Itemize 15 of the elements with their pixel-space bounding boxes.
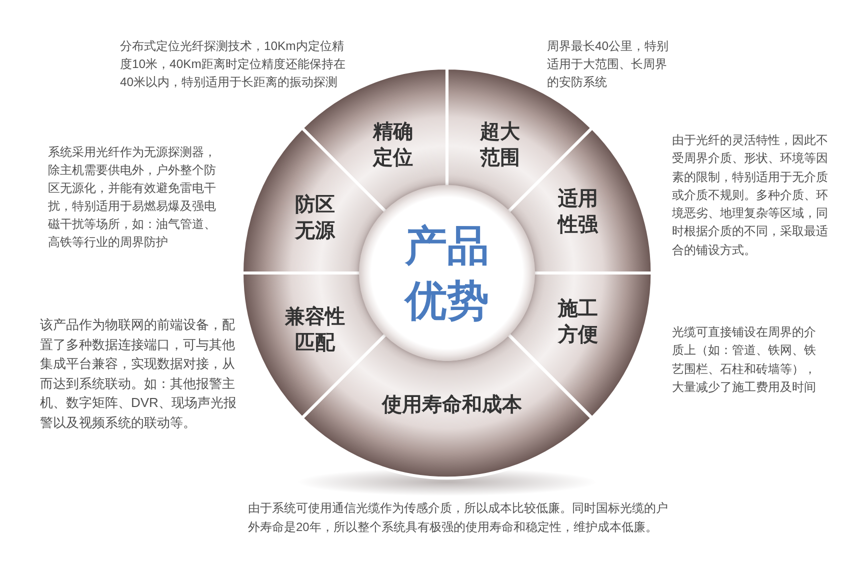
description-text: 由于系统可使用通信光缆作为传感介质，所以成本比较低廉。同时国标光缆的户外寿命是20年，所以整个系统具有极强的使用寿命和稳定性，维护成本低廉。 xyxy=(248,500,669,536)
description-text: 分布式定位光纤探测技术，10Km内定位精度10米，40Km距离时定位精度还能保持在40米以内，特别适用于长距离的振动探测 xyxy=(120,38,346,91)
description-text: 周界最长40公里，特别适用于大范围、长周界的安防系统 xyxy=(547,38,670,91)
segment-label: 适用性强 xyxy=(556,186,600,238)
segment-label: 防区无源 xyxy=(294,192,336,244)
description-text: 由于光纤的灵活特性，因此不受周界介质、形状、环境等因素的限制，特别适用于无介质或介质不规则。多种介质、环境恶劣、地理复杂等区域，同时根据介质的不同，采取最适合的铺设方式。 xyxy=(672,132,829,259)
description-text: 系统采用光纤作为无源探测器，除主机需要供电外，户外整个防区无源化，并能有效避免雷电干扰，特别适用于易燃易爆及强电磁干扰等场所，如：油气管道、高铁等行业的周界防护 xyxy=(48,144,217,251)
segment-label: 兼容性匹配 xyxy=(284,304,346,356)
segment-label: 精确定位 xyxy=(372,120,414,171)
description-text: 该产品作为物联网的前端设备，配置了多种数据连接端口，可与其他集成平台兼容，实现数据对接，从而达到系统联动。如：其他报警主机、数字矩阵、DVR、现场声光报警以及视频系统的联动等。 xyxy=(40,316,238,432)
segment-label: 超大范围 xyxy=(478,120,521,171)
description-text: 光缆可直接铺设在周界的介质上（如：管道、铁网、铁艺围栏、石柱和砖墙等），大量减少了施工费用及时间 xyxy=(672,324,817,396)
segment-label: 施工方便 xyxy=(556,297,599,348)
center-title: 产品优势 xyxy=(403,221,490,326)
segment-label: 使用寿命和成本 xyxy=(380,392,523,418)
